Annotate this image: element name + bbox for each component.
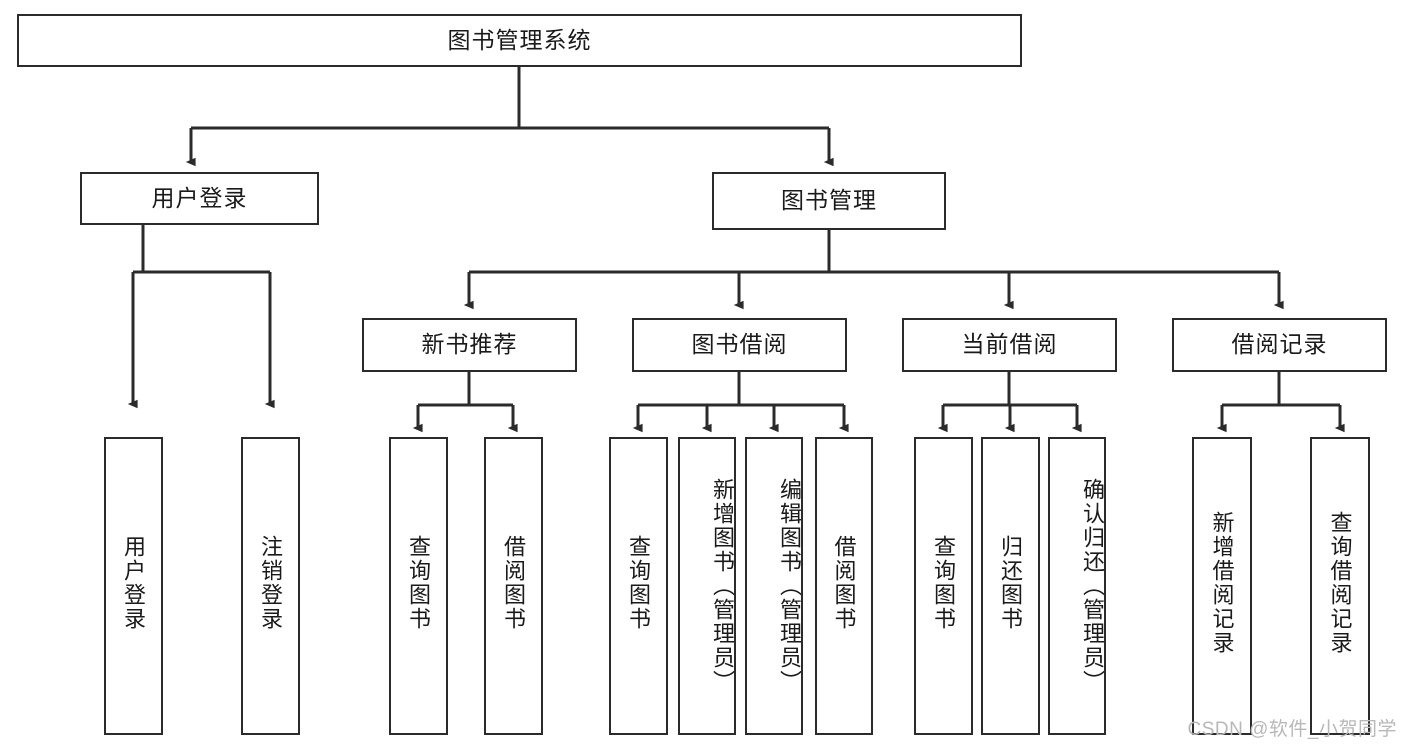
leaf-edit-book[interactable]: 编辑图书（管理员） bbox=[745, 437, 803, 735]
leaf-query-book-2[interactable]: 查询图书 bbox=[609, 437, 668, 735]
leaf-borrow-book-2[interactable]: 借阅图书 bbox=[815, 437, 873, 735]
leaf-return-book[interactable]: 归还图书 bbox=[981, 437, 1040, 735]
leaf-user-login[interactable]: 用户登录 bbox=[104, 437, 163, 735]
leaf-add-borrow-record[interactable]: 新增借阅记录 bbox=[1192, 437, 1252, 735]
leaf-logout-login[interactable]: 注销登录 bbox=[241, 437, 300, 735]
leaf-query-book-1[interactable]: 查询图书 bbox=[389, 437, 448, 735]
node-borrow-record[interactable]: 借阅记录 bbox=[1172, 318, 1387, 372]
watermark: CSDN @软件_小贺同学 bbox=[1187, 719, 1397, 740]
node-user-login[interactable]: 用户登录 bbox=[80, 172, 319, 225]
leaf-query-book-3[interactable]: 查询图书 bbox=[914, 437, 973, 735]
node-book-manage[interactable]: 图书管理 bbox=[712, 172, 946, 230]
leaf-borrow-book-1[interactable]: 借阅图书 bbox=[484, 437, 543, 735]
node-new-book-recommend[interactable]: 新书推荐 bbox=[362, 318, 577, 372]
leaf-confirm-return[interactable]: 确认归还（管理员） bbox=[1048, 437, 1106, 735]
node-root[interactable]: 图书管理系统 bbox=[17, 14, 1022, 67]
leaf-add-book[interactable]: 新增图书（管理员） bbox=[678, 437, 736, 735]
node-book-borrow[interactable]: 图书借阅 bbox=[632, 318, 847, 372]
leaf-query-borrow-record[interactable]: 查询借阅记录 bbox=[1310, 437, 1370, 735]
node-current-borrow[interactable]: 当前借阅 bbox=[902, 318, 1117, 372]
